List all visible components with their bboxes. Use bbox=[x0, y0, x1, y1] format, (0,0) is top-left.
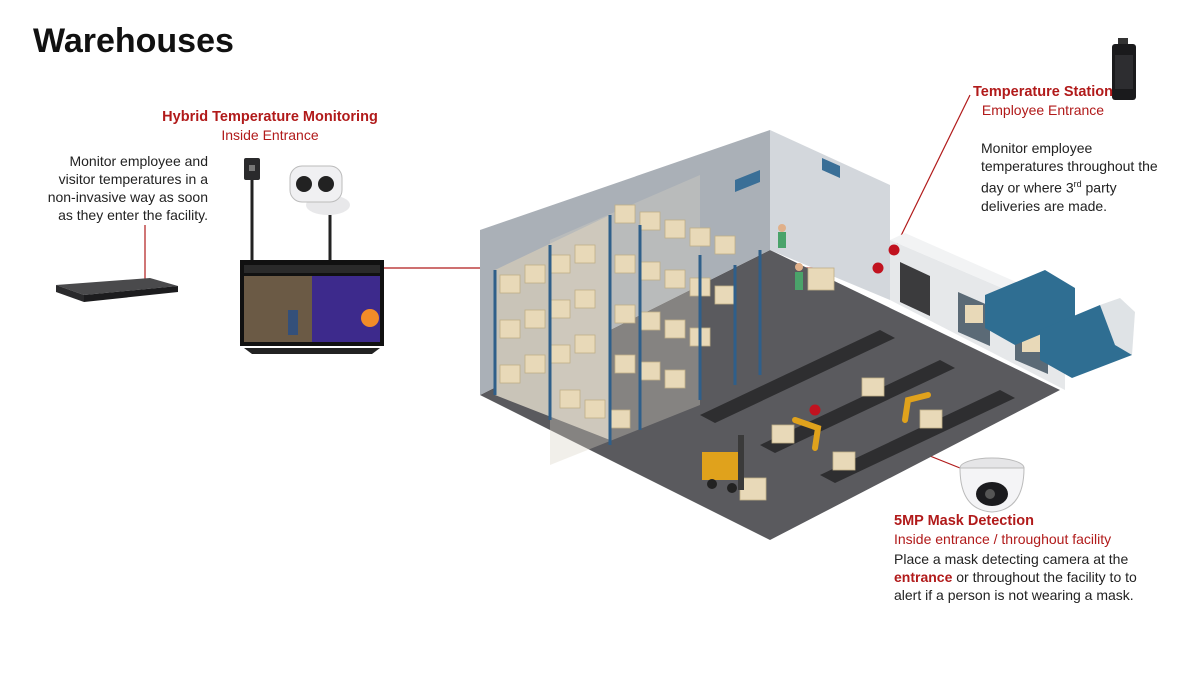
station-callout-line bbox=[893, 94, 971, 251]
station-title-bold: Temperature Station bbox=[973, 84, 1113, 100]
temperature-station-icon bbox=[1112, 38, 1136, 100]
station-label: Temperature Station Employee Entrance bbox=[958, 82, 1128, 119]
station-desc-sup: rd bbox=[1073, 179, 1082, 189]
page-title: Warehouses bbox=[33, 22, 234, 60]
hybrid-description: Monitor employee and visitor temperature… bbox=[47, 153, 208, 223]
mask-label: 5MP Mask Detection Inside entrance / thr… bbox=[894, 512, 1154, 548]
station-desc-text: Monitor employee temperatures throughout… bbox=[981, 140, 1158, 196]
workers bbox=[778, 224, 803, 290]
mask-location-dot bbox=[809, 404, 821, 416]
back-right-wall bbox=[770, 130, 890, 300]
nvr-recorder-icon bbox=[56, 278, 178, 302]
hybrid-label: Hybrid Temperature Monitoring Inside Ent… bbox=[140, 108, 400, 144]
conveyor-belts bbox=[700, 330, 1015, 483]
mask-description: Place a mask detecting camera at the ent… bbox=[894, 550, 1144, 604]
mask-desc-emphasis: entrance bbox=[894, 569, 953, 585]
station-desc-text-end: party deliveries are made. bbox=[981, 179, 1117, 214]
thermal-camera-icon bbox=[244, 158, 350, 262]
hybrid-title: Hybrid Temperature Monitoring bbox=[162, 109, 378, 125]
hybrid-location-dot bbox=[872, 262, 884, 274]
robot-arms bbox=[792, 392, 931, 451]
station-location-dot bbox=[888, 244, 900, 256]
storage-racks bbox=[493, 175, 762, 465]
mask-subtitle: Inside entrance / throughout facility bbox=[894, 531, 1112, 547]
hybrid-subtitle: Inside Entrance bbox=[221, 127, 319, 143]
station-description: Monitor employee temperatures throughout… bbox=[981, 139, 1171, 215]
station-title-rest: Employee Entrance bbox=[981, 102, 1105, 118]
mask-desc-text: Place a mask detecting camera at the bbox=[894, 551, 1129, 567]
dome-camera-icon bbox=[959, 457, 1025, 513]
dock-door bbox=[900, 262, 930, 316]
mask-desc-text-end: or throughout the facility to to alert i… bbox=[894, 569, 1137, 603]
forklift bbox=[702, 435, 744, 493]
monitor-display-icon bbox=[240, 260, 384, 354]
delivery-trucks bbox=[985, 270, 1135, 378]
mask-title: 5MP Mask Detection bbox=[894, 513, 1034, 529]
